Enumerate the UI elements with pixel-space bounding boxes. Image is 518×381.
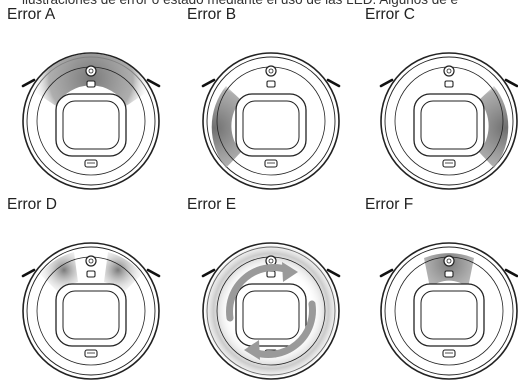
robot-diagram [201, 52, 341, 190]
dustbin-inner [242, 100, 300, 150]
robot-diagram [379, 52, 518, 190]
dustbin-inner [420, 290, 478, 340]
panel-error-c: Error C [364, 6, 518, 191]
side-brush-left [21, 78, 36, 88]
rotate-arrow-top [226, 264, 292, 322]
robot-diagram [379, 242, 518, 380]
dustbin-lid [413, 283, 485, 347]
side-brush-right [326, 268, 341, 278]
page-caption: ilustraciones de error o estado mediante… [0, 0, 518, 8]
panel-label: Error D [7, 196, 57, 213]
status-led [444, 270, 454, 278]
dustbin-lid [55, 283, 127, 347]
panel-label: Error A [7, 6, 56, 23]
side-brush-right [146, 268, 161, 278]
led-glow-top [32, 53, 150, 106]
robot-bumper-line [384, 56, 514, 186]
side-brush-left [379, 78, 394, 88]
status-led [266, 270, 276, 278]
robot-diagram [21, 52, 161, 190]
side-brush-left [201, 268, 216, 278]
robot-bumper-line [206, 56, 336, 186]
arrowhead-top [282, 262, 298, 282]
side-brush-right [326, 78, 341, 88]
status-led [266, 80, 276, 88]
panel-error-f: Error F [364, 196, 518, 381]
side-brush-left [21, 268, 36, 278]
dustbin-inner [420, 100, 478, 150]
bottom-handle [84, 159, 98, 168]
sensor-dome [443, 65, 455, 77]
side-brush-right [504, 268, 518, 278]
led-glow-top-left [40, 252, 78, 294]
panel-error-e: Error E [186, 196, 356, 381]
bottom-handle [264, 159, 278, 168]
panel-error-d: Error D [6, 196, 176, 381]
dustbin-lid [235, 283, 307, 347]
side-brush-right [146, 78, 161, 88]
panel-label: Error F [365, 196, 414, 213]
status-led [86, 270, 96, 278]
bottom-handle [84, 349, 98, 358]
panel-error-a: Error A [6, 6, 176, 191]
led-glow-top-right [104, 252, 142, 294]
side-brush-left [379, 268, 394, 278]
panel-label: Error C [365, 6, 415, 23]
robot-diagram [201, 242, 341, 380]
dustbin-inner [62, 290, 120, 340]
bottom-handle [442, 349, 456, 358]
dustbin-lid [55, 93, 127, 157]
panel-error-b: Error B [186, 6, 356, 191]
sensor-dome [443, 255, 455, 267]
dustbin-lid [235, 93, 307, 157]
panel-label: Error B [187, 6, 237, 23]
robot-diagram [21, 242, 161, 380]
status-led [86, 80, 96, 88]
side-brush-right [504, 78, 518, 88]
sensor-dome [85, 65, 97, 77]
dustbin-lid [413, 93, 485, 157]
panel-label: Error E [187, 196, 237, 213]
dustbin-inner [242, 290, 300, 340]
rotate-arrow-bottom [250, 300, 316, 358]
bottom-handle [442, 159, 456, 168]
sensor-dome [85, 255, 97, 267]
dustbin-inner [62, 100, 120, 150]
status-led [444, 80, 454, 88]
arrowhead-bottom [244, 340, 260, 360]
sensor-dome [265, 65, 277, 77]
side-brush-left [201, 78, 216, 88]
